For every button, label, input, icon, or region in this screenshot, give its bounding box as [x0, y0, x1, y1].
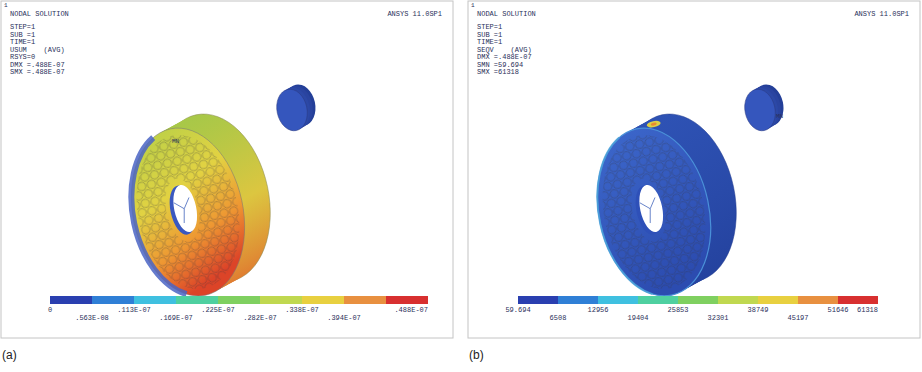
colorbar-value: 59.694	[505, 307, 530, 314]
plot-header: NODAL SOLUTION	[477, 11, 536, 18]
plot-info: STEP=1	[477, 24, 502, 31]
colorbar-value: 6508	[550, 315, 567, 322]
colorbar-value: .113E-07	[117, 307, 151, 314]
colorbar-value: .225E-07	[201, 307, 235, 314]
contour-colorbar	[518, 296, 878, 304]
min-marker: MN	[172, 139, 179, 145]
plot-frame	[468, 1, 920, 338]
colorbar-value: .488E-07	[394, 307, 428, 314]
plot-frame	[1, 1, 453, 338]
subfigure-label: (b)	[469, 349, 484, 361]
plot-info: SUB =1	[477, 32, 502, 39]
colorbar-value: 25853	[667, 307, 688, 314]
plot-info: DMX =.488E-07	[10, 62, 65, 69]
plot-number: 1	[471, 3, 475, 9]
plot-info: SEQV (AVG)	[477, 47, 532, 54]
plot-number: 1	[4, 3, 8, 9]
plot-header: ANSYS 11.0SP1	[854, 11, 909, 18]
colorbar-value: 51646	[827, 307, 848, 314]
ring-model	[115, 103, 287, 306]
plot-info: USUM (AVG)	[10, 47, 65, 54]
plot-info: SMX =.488E-07	[10, 69, 65, 76]
plot-info: STEP=1	[10, 24, 35, 31]
plot-info: TIME=1	[477, 39, 502, 46]
colorbar-value: 38749	[747, 307, 768, 314]
plot-info: SMX =61318	[477, 69, 519, 76]
min-marker: MN	[776, 114, 783, 120]
colorbar-value: .169E-07	[159, 315, 193, 322]
colorbar-value: .282E-07	[243, 315, 277, 322]
plot-info: DMX =.488E-07	[477, 54, 532, 61]
disc-model	[740, 82, 788, 134]
ring-model	[581, 103, 753, 306]
plot-info: SMN =59.694	[477, 62, 523, 69]
colorbar-value: .563E-08	[75, 315, 109, 322]
colorbar-value: 19404	[627, 315, 648, 322]
plot-header: ANSYS 11.0SP1	[387, 11, 442, 18]
colorbar-value: 61318	[857, 307, 878, 314]
colorbar-value: 12956	[587, 307, 608, 314]
colorbar-value: 32301	[707, 315, 728, 322]
plot-info: RSYS=0	[10, 54, 35, 61]
plot-info: TIME=1	[10, 39, 35, 46]
colorbar-value: 45197	[787, 315, 808, 322]
disc-model	[272, 82, 320, 134]
subfigure-label: (a)	[2, 349, 17, 361]
colorbar-value: 0	[48, 307, 52, 314]
colorbar-value: .338E-07	[285, 307, 319, 314]
plot-info: SUB =1	[10, 32, 35, 39]
colorbar-value: .394E-07	[327, 315, 361, 322]
contour-colorbar	[50, 296, 428, 304]
plot-header: NODAL SOLUTION	[10, 11, 69, 18]
